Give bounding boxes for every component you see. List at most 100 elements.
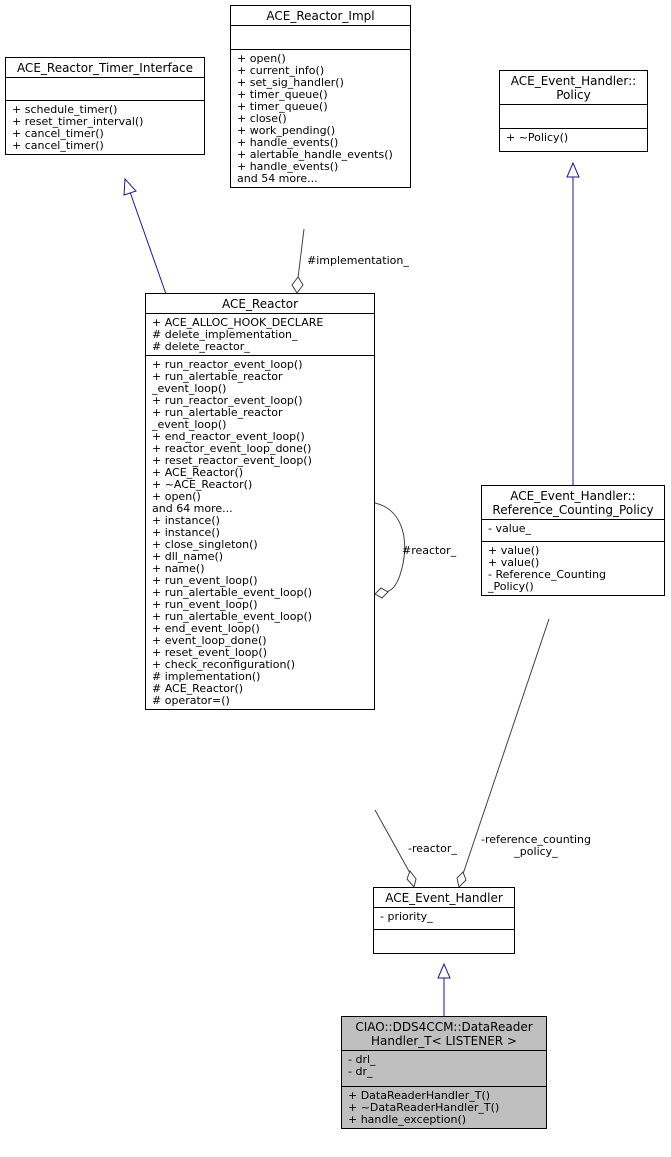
attribute: - value_ <box>488 522 532 535</box>
methods-section: + DataReaderHandler_T() + ~DataReaderHan… <box>342 1086 546 1128</box>
method: + check_reconfiguration() <box>152 658 296 671</box>
methods-section: + ~Policy() <box>500 128 647 151</box>
method: + handle_events() <box>237 136 339 149</box>
attribute: + ACE_ALLOC_HOOK_DECLARE <box>152 316 324 329</box>
method: + handle_events() <box>237 160 339 173</box>
method: + reset_reactor_event_loop() <box>152 454 312 467</box>
class-reference-counting-policy: ACE_Event_Handler:: Reference_Counting_P… <box>481 485 665 596</box>
edge-implementation <box>297 228 305 279</box>
inheritance-arrowhead-icon <box>566 161 580 178</box>
method: + alertable_handle_events() <box>237 148 393 161</box>
method: + run_alertable_reactor <box>152 370 283 383</box>
edge-label-line: _policy_ <box>514 845 558 858</box>
class-ace-event-handler: ACE_Event_Handler - priority_ <box>373 887 515 954</box>
method: + run_event_loop() <box>152 574 258 587</box>
methods-section: + open() + current_info() + set_sig_hand… <box>231 49 410 187</box>
class-name: ACE_Event_Handler:: Reference_Counting_P… <box>482 486 664 519</box>
method: + value() <box>488 544 540 557</box>
method: _event_loop() <box>152 382 227 395</box>
method: + cancel_timer() <box>12 139 104 152</box>
method: + open() <box>237 52 286 65</box>
method: + ACE_Reactor() <box>152 466 244 479</box>
class-name-line: CIAO::DDS4CCM::DataReader <box>355 1020 533 1034</box>
method: _Policy() <box>488 580 534 593</box>
method: + current_info() <box>237 64 325 77</box>
methods-section: + value() + value() - Reference_Counting… <box>482 541 664 595</box>
class-ace-reactor-timer-interface: ACE_Reactor_Timer_Interface + schedule_t… <box>5 57 205 155</box>
edge-label-line: -reference_counting <box>480 833 592 846</box>
method: + handle_exception() <box>348 1113 467 1126</box>
method: + name() <box>152 562 205 575</box>
edge-reactor-to-timer-interface <box>129 191 167 295</box>
class-name: ACE_Reactor <box>221 297 299 311</box>
class-name-line: ACE_Event_Handler:: <box>510 489 636 503</box>
method: and 64 more... <box>152 502 233 515</box>
edge-reference-counting-policy <box>462 618 550 875</box>
class-ace-reactor: ACE_Reactor + ACE_ALLOC_HOOK_DECLARE # d… <box>145 293 375 710</box>
method: + ~Policy() <box>506 131 569 144</box>
method: + run_reactor_event_loop() <box>152 394 303 407</box>
attributes-section <box>6 77 204 100</box>
method: + event_loop_done() <box>152 634 267 647</box>
method: + instance() <box>152 514 220 527</box>
method: + timer_queue() <box>237 88 328 101</box>
class-name-line: Policy <box>556 88 591 102</box>
aggregation-diamond-icon <box>374 587 389 599</box>
method: + dll_name() <box>152 550 224 563</box>
edge-label-reactor-self: #reactor_ <box>402 544 457 557</box>
method: + reactor_event_loop_done() <box>152 442 312 455</box>
method: + value() <box>488 556 540 569</box>
method: + run_alertable_event_loop() <box>152 610 313 623</box>
method: + end_reactor_event_loop() <box>152 430 305 443</box>
method: + timer_queue() <box>237 100 328 113</box>
attributes-section <box>231 25 410 49</box>
edge-label-reactor: -reactor_ <box>408 842 457 855</box>
methods-section <box>374 929 514 953</box>
class-name: ACE_Reactor_Impl <box>266 9 375 23</box>
aggregation-diamond-icon <box>291 276 304 294</box>
method: _event_loop() <box>152 418 227 431</box>
method: + ~DataReaderHandler_T() <box>348 1101 500 1114</box>
edge-reactor-self <box>374 502 406 593</box>
attribute: - drl_ <box>348 1053 376 1066</box>
class-name: ACE_Event_Handler:: Policy <box>500 71 647 104</box>
method: + set_sig_handler() <box>237 76 344 89</box>
inheritance-arrowhead-icon <box>437 962 451 979</box>
method: + work_pending() <box>237 124 336 137</box>
method: + close_singleton() <box>152 538 258 551</box>
attribute: # delete_reactor_ <box>152 340 250 353</box>
method: # operator=() <box>152 694 230 707</box>
method: + instance() <box>152 526 220 539</box>
method: + run_event_loop() <box>152 598 258 611</box>
attributes-section <box>500 104 647 128</box>
methods-section: + run_reactor_event_loop() + run_alertab… <box>146 355 374 709</box>
method: + open() <box>152 490 201 503</box>
attributes-section: - drl_ - dr_ <box>342 1050 546 1086</box>
method: + end_event_loop() <box>152 622 260 635</box>
method: + ~ACE_Reactor() <box>152 478 253 491</box>
attributes-section: + ACE_ALLOC_HOOK_DECLARE # delete_implem… <box>146 313 374 355</box>
method: + reset_timer_interval() <box>12 115 144 128</box>
class-name-line: Reference_Counting_Policy <box>492 503 654 517</box>
method: + run_alertable_event_loop() <box>152 586 313 599</box>
edge-reactor <box>374 809 411 874</box>
attribute: - dr_ <box>348 1065 373 1078</box>
class-name: ACE_Reactor_Timer_Interface <box>16 61 194 75</box>
inheritance-arrowhead-icon <box>123 177 137 196</box>
method: + cancel_timer() <box>12 127 104 140</box>
class-ace-reactor-impl: ACE_Reactor_Impl + open() + current_info… <box>230 5 411 188</box>
aggregation-diamond-icon <box>456 871 467 888</box>
class-name: ACE_Event_Handler <box>385 891 503 905</box>
method: + reset_event_loop() <box>152 646 267 659</box>
class-datareaderhandler-t: CIAO::DDS4CCM::DataReader Handler_T< LIS… <box>341 1016 547 1129</box>
edge-label-implementation: #implementation_ <box>307 254 409 267</box>
class-name-line: Handler_T< LISTENER > <box>371 1034 517 1048</box>
attributes-section: - priority_ <box>374 907 514 929</box>
methods-section: + schedule_timer() + reset_timer_interva… <box>6 100 204 154</box>
method: and 54 more... <box>237 172 318 185</box>
method: + schedule_timer() <box>12 103 118 116</box>
class-ace-event-handler-policy: ACE_Event_Handler:: Policy + ~Policy() <box>499 70 648 152</box>
method: + DataReaderHandler_T() <box>348 1089 491 1102</box>
edge-label-reference-counting-policy: -reference_counting _policy_ <box>478 834 594 858</box>
